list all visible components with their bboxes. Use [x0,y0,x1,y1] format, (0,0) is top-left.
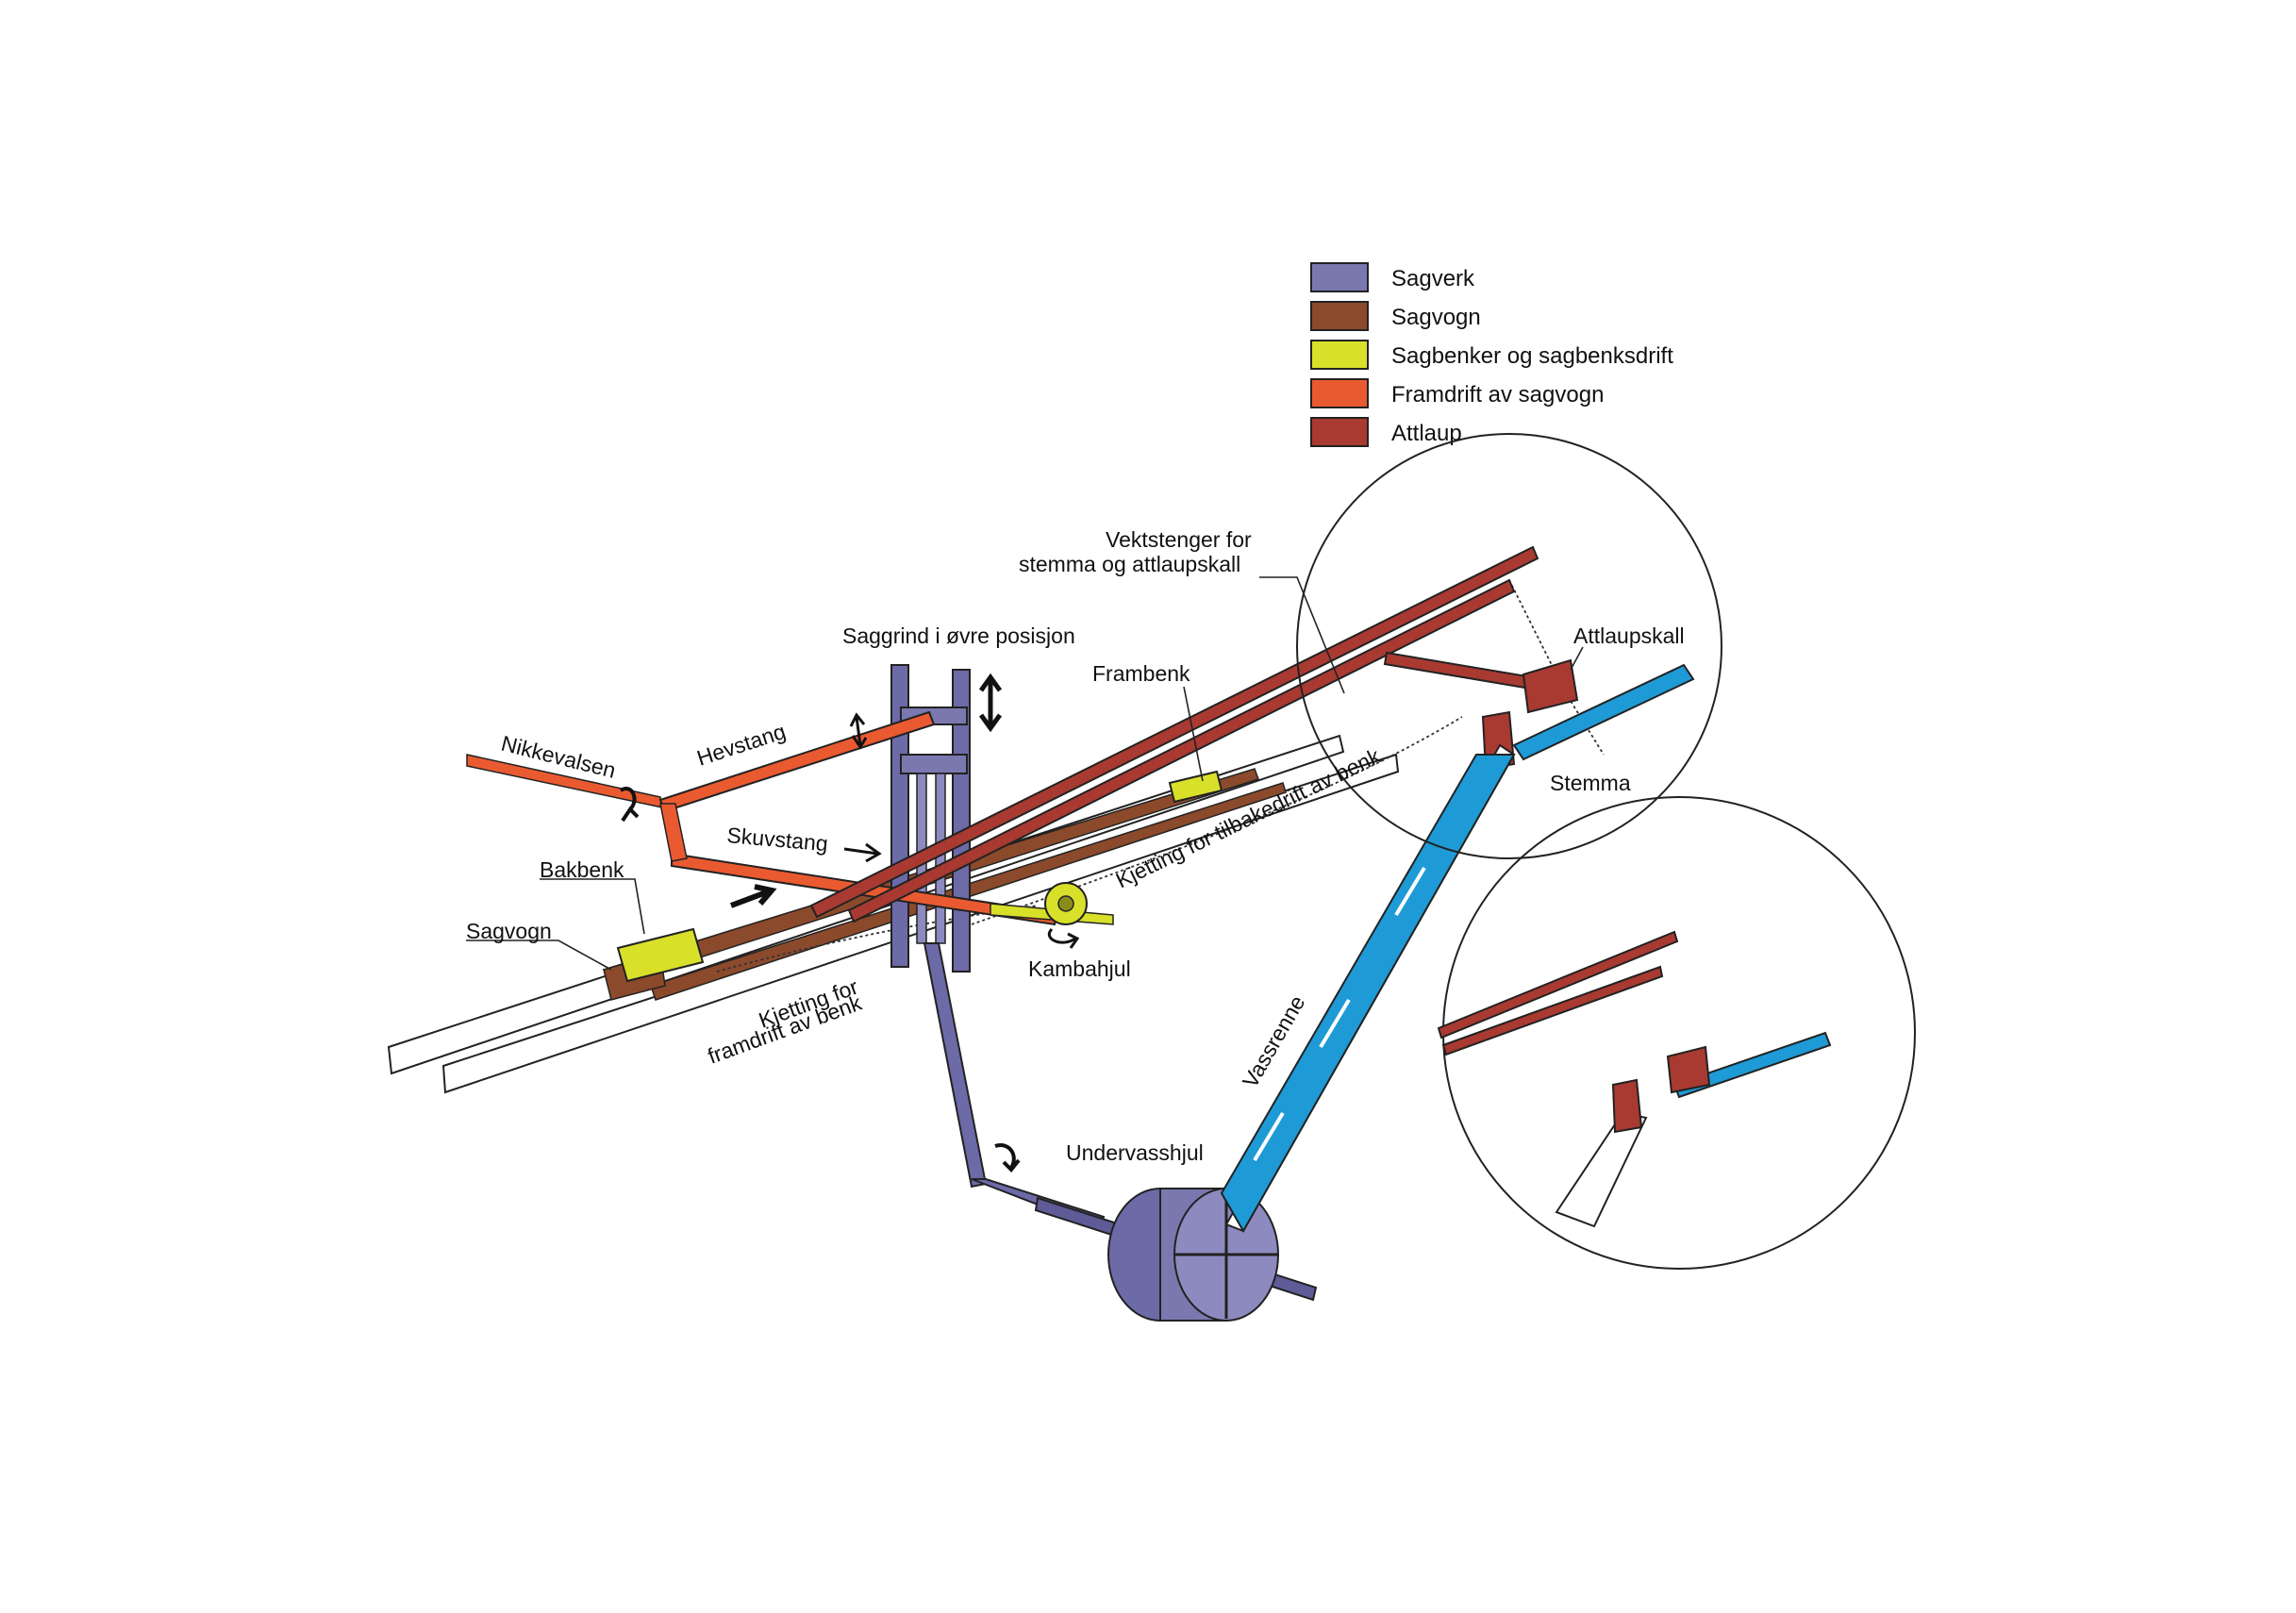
label-skuvstang: Skuvstang [726,823,829,856]
leaders [466,576,1584,971]
leader-vektstenger [1259,576,1345,694]
label-undervasshjul: Undervasshjul [1066,1140,1204,1165]
labels: Vektstenger for stemma og attlaupskall S… [466,527,1685,1165]
legend-item-sagverk: Sagverk [1310,262,1475,292]
gear-hub [1057,895,1074,912]
inset-gate [1611,1078,1643,1134]
leader-frambenk [1183,686,1204,782]
arrow-crank-rotate [994,1143,1021,1172]
chain-framdrift [716,905,1039,973]
arrow-sagvogn-forward [729,884,777,908]
connecting-rod [923,942,988,1189]
legend-item-attlaup: Attlaup [1310,417,1462,447]
legend-item-framdrift: Framdrift av sagvogn [1310,378,1604,408]
vektstang-1 [809,545,1539,919]
legend-label-framdrift: Framdrift av sagvogn [1391,382,1604,407]
upper-channel-water [1512,663,1695,761]
arrow-hevstang-updown [849,712,868,750]
legend-item-sagbenker: Sagbenker og sagbenksdrift [1310,340,1673,370]
arrow-skuvstang [843,842,882,863]
legend-swatch-sagverk [1310,262,1369,292]
legend-swatch-sagbenker [1310,340,1369,370]
label-saggrind: Saggrind i øvre posisjon [842,624,1075,648]
flume-water [1220,754,1516,1234]
leader-attlaupskall [1570,646,1584,671]
legend-swatch-sagvogn [1310,301,1369,331]
vektstang-2 [847,578,1516,923]
arrow-saggrind-updown [978,673,1003,733]
label-sagvogn: Sagvogn [466,919,552,943]
sagbenker [616,770,1223,983]
legend-item-sagvogn: Sagvogn [1310,301,1481,331]
leader-sagvogn [466,940,612,971]
legend-label-sagverk: Sagverk [1391,266,1475,291]
inset-skall [1666,1045,1711,1094]
frambenk [1168,770,1223,804]
arrows [619,673,1080,1172]
saggrind-inner-right [935,773,946,944]
legend-label-sagbenker: Sagbenker og sagbenksdrift [1391,343,1673,369]
saggrind-crossbar-mid [900,754,968,774]
inset-channel [1672,1031,1832,1099]
legend-swatch-framdrift [1310,378,1369,408]
label-kambahjul: Kambahjul [1028,956,1131,981]
attlaup [809,545,1579,923]
inset-circle-upper [1296,433,1722,859]
sagverk-drive [923,942,1318,1322]
undervasshjul-wheel [1107,1188,1279,1322]
label-vektstenger-line1: Vektstenger for [1106,527,1252,552]
label-attlaupskall: Attlaupskall [1573,624,1685,648]
nikkevalsen-link [659,803,688,862]
inset-rod-1 [1437,930,1679,1039]
bakbenk [616,927,705,983]
saggrind-post-right [952,669,971,973]
label-vektstenger-line2: stemma og attlaupskall [1019,552,1240,576]
inset-lower-content [1437,930,1832,1228]
inset-rod-2 [1441,965,1664,1056]
inset-circle-lower [1442,796,1916,1270]
label-bakbenk: Bakbenk [540,857,624,882]
water-highlight [1253,866,1426,1162]
vassrenne [1220,663,1695,1234]
leader-bakbenk [540,878,645,935]
inset-flume [1555,1111,1648,1228]
label-stemma: Stemma [1550,771,1631,795]
arrow-nikkevalsen-rotate [619,787,640,823]
arrow-kambahjul-rotate [1048,927,1080,949]
legend-swatch-attlaup [1310,417,1369,447]
kambahjul-gear [990,882,1114,925]
label-frambenk: Frambenk [1092,661,1190,686]
legend: Sagverk Sagvogn Sagbenker og sagbenksdri… [1310,262,1673,447]
attlaupskall-gate [1522,658,1579,714]
legend-label-sagvogn: Sagvogn [1391,305,1481,330]
